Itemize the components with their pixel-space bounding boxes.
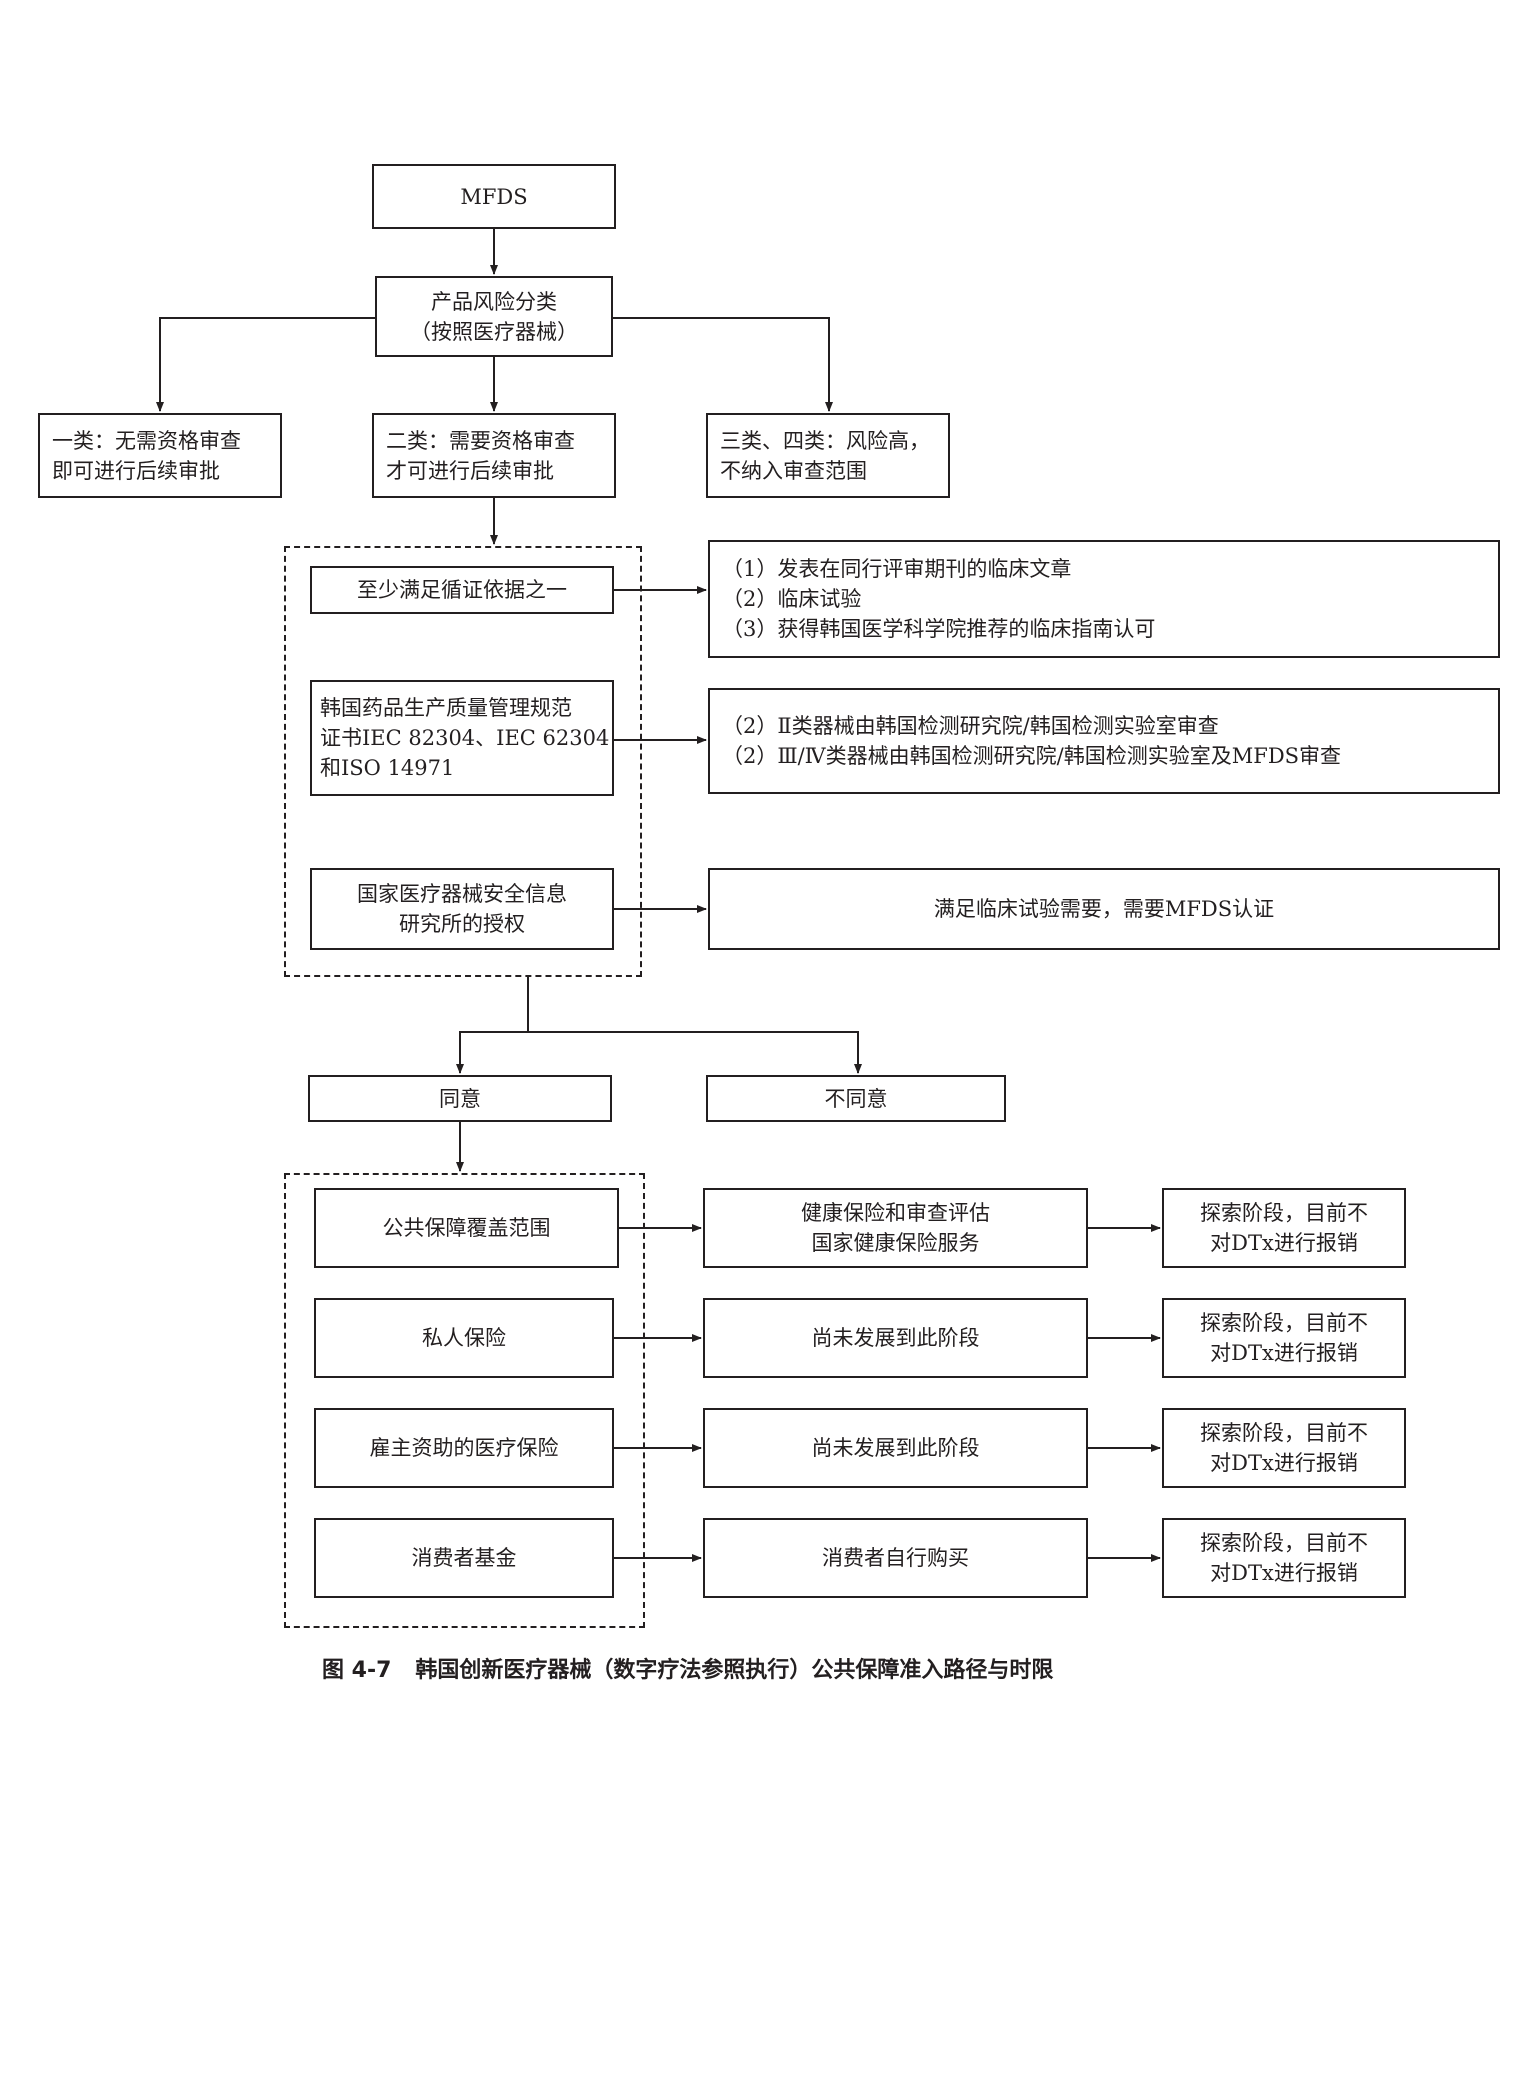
class1-line-2: 即可进行后续审批 — [52, 458, 220, 483]
risk-classification-box: 产品风险分类 （按照医疗器械） — [375, 276, 613, 357]
coverage-status-employer: 探索阶段，目前不 对DTx进行报销 — [1162, 1408, 1406, 1488]
class2-line-1: 二类：需要资格审查 — [386, 428, 575, 453]
arrow-to-class34 — [613, 317, 833, 412]
agree-box: 同意 — [308, 1075, 612, 1122]
risk-classification-line-2: （按照医疗器械） — [410, 319, 578, 344]
coverage-type-consumer: 消费者基金 — [314, 1518, 614, 1598]
evidence-option-3: （3）获得韩国医学科学院推荐的临床指南认可 — [722, 617, 1156, 641]
arrow-to-disagree — [528, 1031, 862, 1074]
gmp-line-1: 韩国药品生产质量管理规范 — [320, 696, 572, 720]
gmp-line-2: 证书IEC 82304、IEC 62304 — [320, 726, 610, 750]
disagree-label: 不同意 — [824, 1086, 888, 1111]
gmp-review-line-2: （2）Ⅲ/Ⅳ类器械由韩国检测研究院/韩国检测实验室及MFDS审查 — [722, 744, 1342, 768]
coverage-status-line-1: 探索阶段，目前不 — [1200, 1311, 1368, 1335]
class34-box: 三类、四类：风险高， 不纳入审查范围 — [706, 413, 950, 498]
coverage-type-label: 私人保险 — [422, 1326, 506, 1350]
evidence-option-1: （1）发表在同行评审期刊的临床文章 — [722, 557, 1072, 581]
coverage-status-line-2: 对DTx进行报销 — [1210, 1561, 1358, 1585]
coverage-path-employer: 尚未发展到此阶段 — [703, 1408, 1088, 1488]
evidence-option-2: （2）临床试验 — [722, 587, 862, 611]
evidence-options-box: （1）发表在同行评审期刊的临床文章 （2）临床试验 （3）获得韩国医学科学院推荐… — [708, 540, 1500, 658]
class2-line-2: 才可进行后续审批 — [386, 458, 554, 483]
class34-line-2: 不纳入审查范围 — [720, 458, 867, 483]
requirements-group — [284, 546, 642, 977]
coverage-path-private: 尚未发展到此阶段 — [703, 1298, 1088, 1378]
coverage-path-line-1: 消费者自行购买 — [822, 1546, 969, 1570]
coverage-type-label: 消费者基金 — [411, 1546, 517, 1570]
coverage-status-line-2: 对DTx进行报销 — [1210, 1231, 1358, 1255]
class1-box: 一类：无需资格审查 即可进行后续审批 — [38, 413, 282, 498]
coverage-type-employer: 雇主资助的医疗保险 — [314, 1408, 614, 1488]
gmp-review-box: （2）Ⅱ类器械由韩国检测研究院/韩国检测实验室审查 （2）Ⅲ/Ⅳ类器械由韩国检测… — [708, 688, 1500, 794]
nids-authorization-box: 国家医疗器械安全信息 研究所的授权 — [310, 868, 614, 950]
agree-label: 同意 — [439, 1086, 481, 1111]
figure-caption-text: 韩国创新医疗器械（数字疗法参照执行）公共保障准入路径与时限 — [415, 1658, 1054, 1683]
gmp-certificate-box: 韩国药品生产质量管理规范 证书IEC 82304、IEC 62304 和ISO … — [310, 680, 614, 796]
coverage-status-line-2: 对DTx进行报销 — [1210, 1341, 1358, 1365]
evidence-box: 至少满足循证依据之一 — [310, 566, 614, 614]
coverage-status-line-1: 探索阶段，目前不 — [1200, 1201, 1368, 1225]
coverage-path-public: 健康保险和审查评估 国家健康保险服务 — [703, 1188, 1088, 1268]
arrow-to-agree — [456, 977, 529, 1074]
coverage-status-private: 探索阶段，目前不 对DTx进行报销 — [1162, 1298, 1406, 1378]
coverage-path-consumer: 消费者自行购买 — [703, 1518, 1088, 1598]
coverage-status-public: 探索阶段，目前不 对DTx进行报销 — [1162, 1188, 1406, 1268]
gmp-review-line-1: （2）Ⅱ类器械由韩国检测研究院/韩国检测实验室审查 — [722, 714, 1219, 738]
disagree-box: 不同意 — [706, 1075, 1006, 1122]
mfds-label: MFDS — [460, 184, 528, 209]
coverage-type-label: 公共保障覆盖范围 — [382, 1216, 551, 1240]
coverage-path-line-1: 尚未发展到此阶段 — [811, 1436, 980, 1460]
arrow-to-class1 — [156, 317, 375, 412]
figure-caption-label: 图 4-7 — [322, 1658, 392, 1683]
coverage-status-consumer: 探索阶段，目前不 对DTx进行报销 — [1162, 1518, 1406, 1598]
coverage-path-line-1: 尚未发展到此阶段 — [811, 1326, 980, 1350]
coverage-status-line-1: 探索阶段，目前不 — [1200, 1531, 1368, 1555]
figure-caption: 图 4-7 韩国创新医疗器械（数字疗法参照执行）公共保障准入路径与时限 — [322, 1652, 1053, 1684]
coverage-type-public: 公共保障覆盖范围 — [314, 1188, 619, 1268]
coverage-type-private: 私人保险 — [314, 1298, 614, 1378]
risk-classification-line-1: 产品风险分类 — [431, 289, 557, 314]
coverage-group — [284, 1173, 645, 1628]
coverage-path-line-1: 健康保险和审查评估 — [801, 1201, 990, 1225]
class1-line-1: 一类：无需资格审查 — [52, 428, 241, 453]
mfds-box: MFDS — [372, 164, 616, 229]
coverage-status-line-1: 探索阶段，目前不 — [1200, 1421, 1368, 1445]
coverage-type-label: 雇主资助的医疗保险 — [369, 1436, 559, 1460]
nids-line-1: 国家医疗器械安全信息 — [357, 882, 567, 906]
class2-box: 二类：需要资格审查 才可进行后续审批 — [372, 413, 616, 498]
gmp-line-3: 和ISO 14971 — [320, 756, 455, 780]
class34-line-1: 三类、四类：风险高， — [720, 428, 930, 453]
evidence-label: 至少满足循证依据之一 — [357, 578, 567, 602]
nids-result-box: 满足临床试验需要，需要MFDS认证 — [708, 868, 1500, 950]
nids-result-label: 满足临床试验需要，需要MFDS认证 — [933, 897, 1275, 921]
coverage-status-line-2: 对DTx进行报销 — [1210, 1451, 1358, 1475]
coverage-path-line-2: 国家健康保险服务 — [811, 1231, 980, 1255]
nids-line-2: 研究所的授权 — [399, 912, 525, 936]
